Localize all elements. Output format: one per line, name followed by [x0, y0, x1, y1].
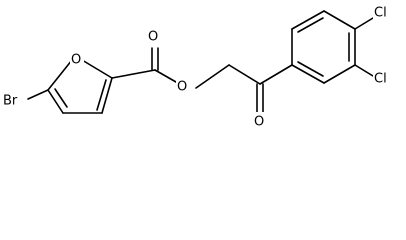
bond-ring-c5-c6	[323, 64, 356, 84]
bond-ring-c2-c3	[291, 10, 325, 30]
atom-cl-bottom: Cl	[374, 72, 387, 87]
label-bg-ester-o	[176, 77, 190, 94]
bond-carbonyl-ester-o	[154, 69, 177, 83]
bonds	[27, 10, 374, 114]
bond-c4-cl-top	[354, 17, 374, 30]
bond-furan-o-c2	[81, 59, 113, 79]
atom-ketone-o: O	[254, 115, 264, 130]
bond-ring-c6-c1-inner	[297, 61, 324, 77]
label-bg-furan-o	[70, 50, 84, 67]
label-bg-cl-bottom	[373, 70, 393, 87]
label-bg-cl-top	[373, 5, 393, 22]
bond-furan-c2-c3-double	[96, 79, 107, 111]
bond-furan-c4-c5	[47, 89, 64, 114]
bond-furan-c2-c3	[101, 77, 113, 114]
atom-br: Br	[3, 94, 18, 109]
chemical-structure-diagram: Br O O O O Cl Cl	[2, 5, 393, 130]
label-bg-carbonyl-o	[147, 28, 161, 45]
bond-ring-c2-c3-inner	[297, 17, 324, 33]
bond-c5-cl-bottom	[354, 64, 374, 77]
bond-c2-carbonyl	[111, 69, 156, 79]
atom-ester-o: O	[177, 80, 187, 95]
bond-ester-o-ch2	[195, 64, 230, 89]
atom-furan-o: O	[71, 53, 81, 68]
atom-cl-top: Cl	[374, 6, 387, 21]
bond-ring-c3-c4	[323, 10, 356, 30]
atom-ester-carbonyl-o: O	[148, 30, 158, 45]
label-bg-ketone-o	[253, 112, 267, 129]
label-bg-br	[2, 92, 26, 108]
bond-ring-c6-c1	[291, 64, 325, 84]
bond-furan-c5-o	[47, 59, 73, 91]
bond-br-c5	[27, 89, 49, 100]
bond-ch2-ketone-c	[228, 64, 261, 85]
atom-labels: Br O O O O Cl Cl	[2, 5, 393, 130]
bond-ketone-ring	[259, 64, 293, 85]
structure-canvas: Br O O O O Cl Cl	[2, 5, 393, 130]
bond-furan-c4-c5-double	[54, 88, 68, 108]
